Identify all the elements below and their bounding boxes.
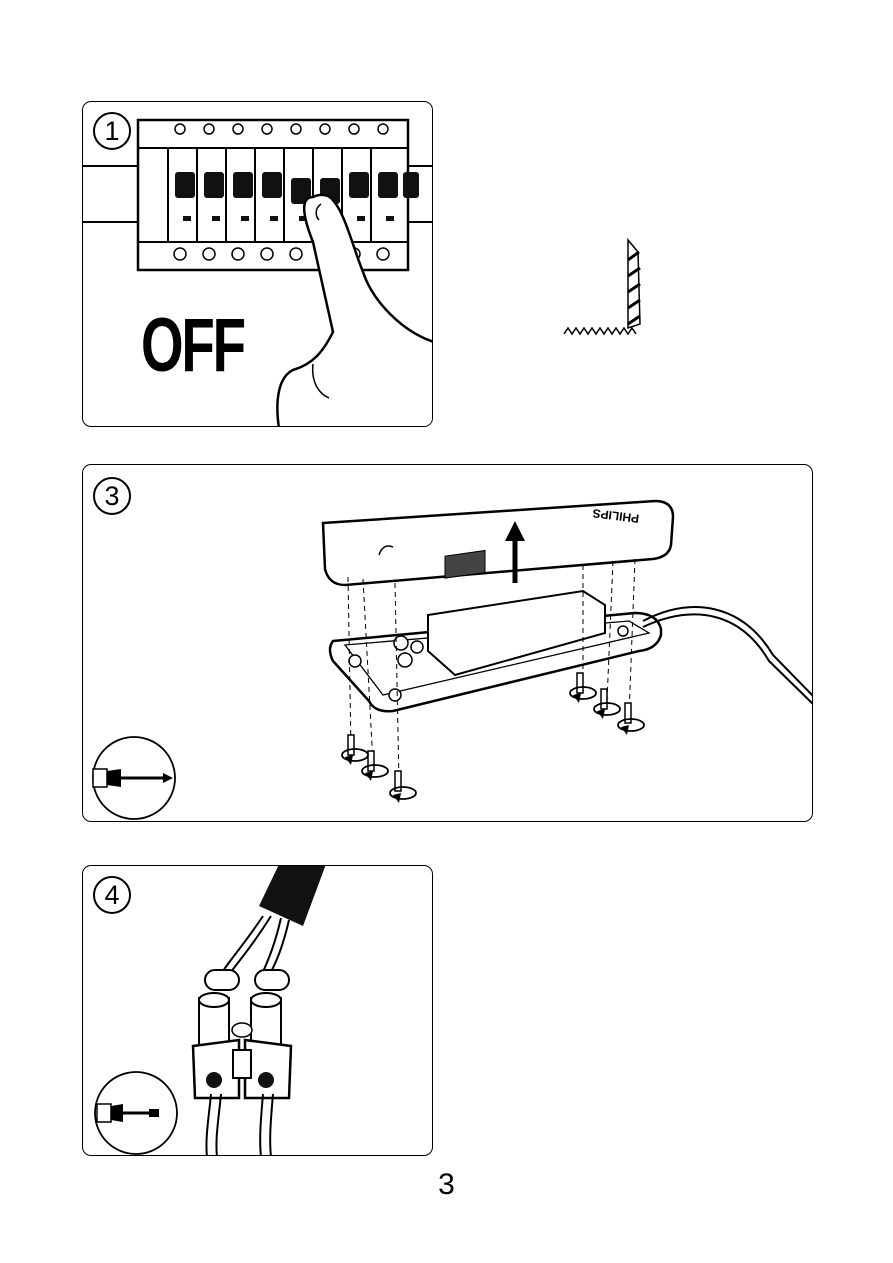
off-label: OFF	[141, 302, 244, 389]
step-number-3: 3	[93, 477, 131, 515]
step-number-1: 1	[93, 112, 131, 150]
screwdriver-icon	[93, 1070, 179, 1156]
screwdriver-icon	[91, 735, 177, 821]
step-1-panel: 1	[82, 101, 433, 427]
step-4-panel: 4	[82, 865, 433, 1156]
driver-housing-illustration: PHILIPS	[83, 465, 813, 822]
earth-ground-icon	[560, 238, 650, 338]
step-number-4: 4	[93, 876, 131, 914]
step-3-panel: 3 PHILIPS	[82, 464, 813, 822]
circuit-breaker-illustration	[83, 102, 433, 427]
page-number: 3	[0, 1168, 893, 1202]
